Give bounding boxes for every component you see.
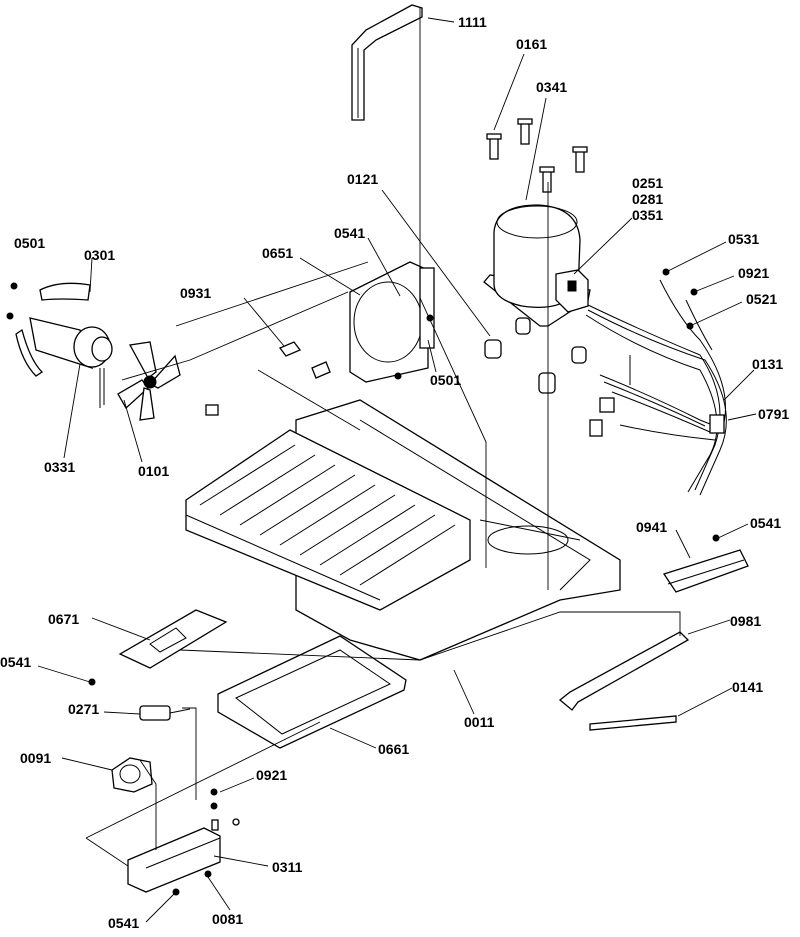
leader-lines <box>37 17 757 923</box>
label-0161: 0161 <box>516 36 547 52</box>
label-0981: 0981 <box>730 613 761 629</box>
part-labels: 1111 0161 0341 0121 0251 0281 0351 0531 … <box>0 14 789 931</box>
part-0271-capacitor <box>139 705 191 721</box>
label-0341: 0341 <box>536 79 567 95</box>
part-0651-fan-shroud <box>349 261 435 383</box>
part-0941-bracket <box>662 549 749 593</box>
label-0541-top: 0541 <box>334 225 365 241</box>
part-0341-compressor <box>483 204 591 327</box>
label-1111: 1111 <box>458 14 487 30</box>
label-0501-left: 0501 <box>14 235 45 251</box>
label-0541-left: 0541 <box>0 654 31 670</box>
label-0281: 0281 <box>632 191 663 207</box>
part-0931-bracket <box>278 341 331 379</box>
label-0531: 0531 <box>728 231 759 247</box>
label-0131: 0131 <box>752 356 783 372</box>
label-0331: 0331 <box>44 459 75 475</box>
label-0931: 0931 <box>180 285 211 301</box>
label-0941: 0941 <box>636 519 667 535</box>
label-0921-top: 0921 <box>738 265 769 281</box>
label-0271: 0271 <box>68 701 99 717</box>
label-0541-right: 0541 <box>750 515 781 531</box>
label-0011: 0011 <box>464 714 495 730</box>
label-0651: 0651 <box>262 245 293 261</box>
part-0311-control-box <box>127 818 240 893</box>
label-0301: 0301 <box>84 247 115 263</box>
label-0521: 0521 <box>746 291 777 307</box>
label-0101: 0101 <box>138 463 169 479</box>
label-0251: 0251 <box>632 175 663 191</box>
label-0351: 0351 <box>632 207 663 223</box>
label-0121: 0121 <box>347 171 378 187</box>
label-0791: 0791 <box>758 406 789 422</box>
part-condenser-coil <box>185 429 471 611</box>
part-0661-drain-pan <box>217 635 407 749</box>
part-0981-tube <box>558 631 690 711</box>
label-0091: 0091 <box>20 750 51 766</box>
label-0501-right: 0501 <box>430 372 461 388</box>
label-0661: 0661 <box>378 741 409 757</box>
assembly-lines <box>85 8 681 867</box>
part-1111-tube <box>351 4 423 121</box>
part-0671-bracket <box>118 609 228 669</box>
label-0081: 0081 <box>212 911 243 927</box>
label-0541-bottom: 0541 <box>108 915 139 931</box>
part-0091-relay <box>111 757 153 793</box>
label-0671: 0671 <box>48 611 79 627</box>
part-0141-rod <box>589 715 677 731</box>
label-0311: 0311 <box>272 859 303 875</box>
label-0921-bottom: 0921 <box>256 767 287 783</box>
part-fan-motor-assembly <box>15 282 219 421</box>
screws <box>6 268 720 896</box>
label-0141: 0141 <box>732 679 763 695</box>
part-0131-wiring-harness <box>585 279 727 496</box>
grommets <box>484 317 587 394</box>
part-0161-bolts <box>486 118 588 193</box>
